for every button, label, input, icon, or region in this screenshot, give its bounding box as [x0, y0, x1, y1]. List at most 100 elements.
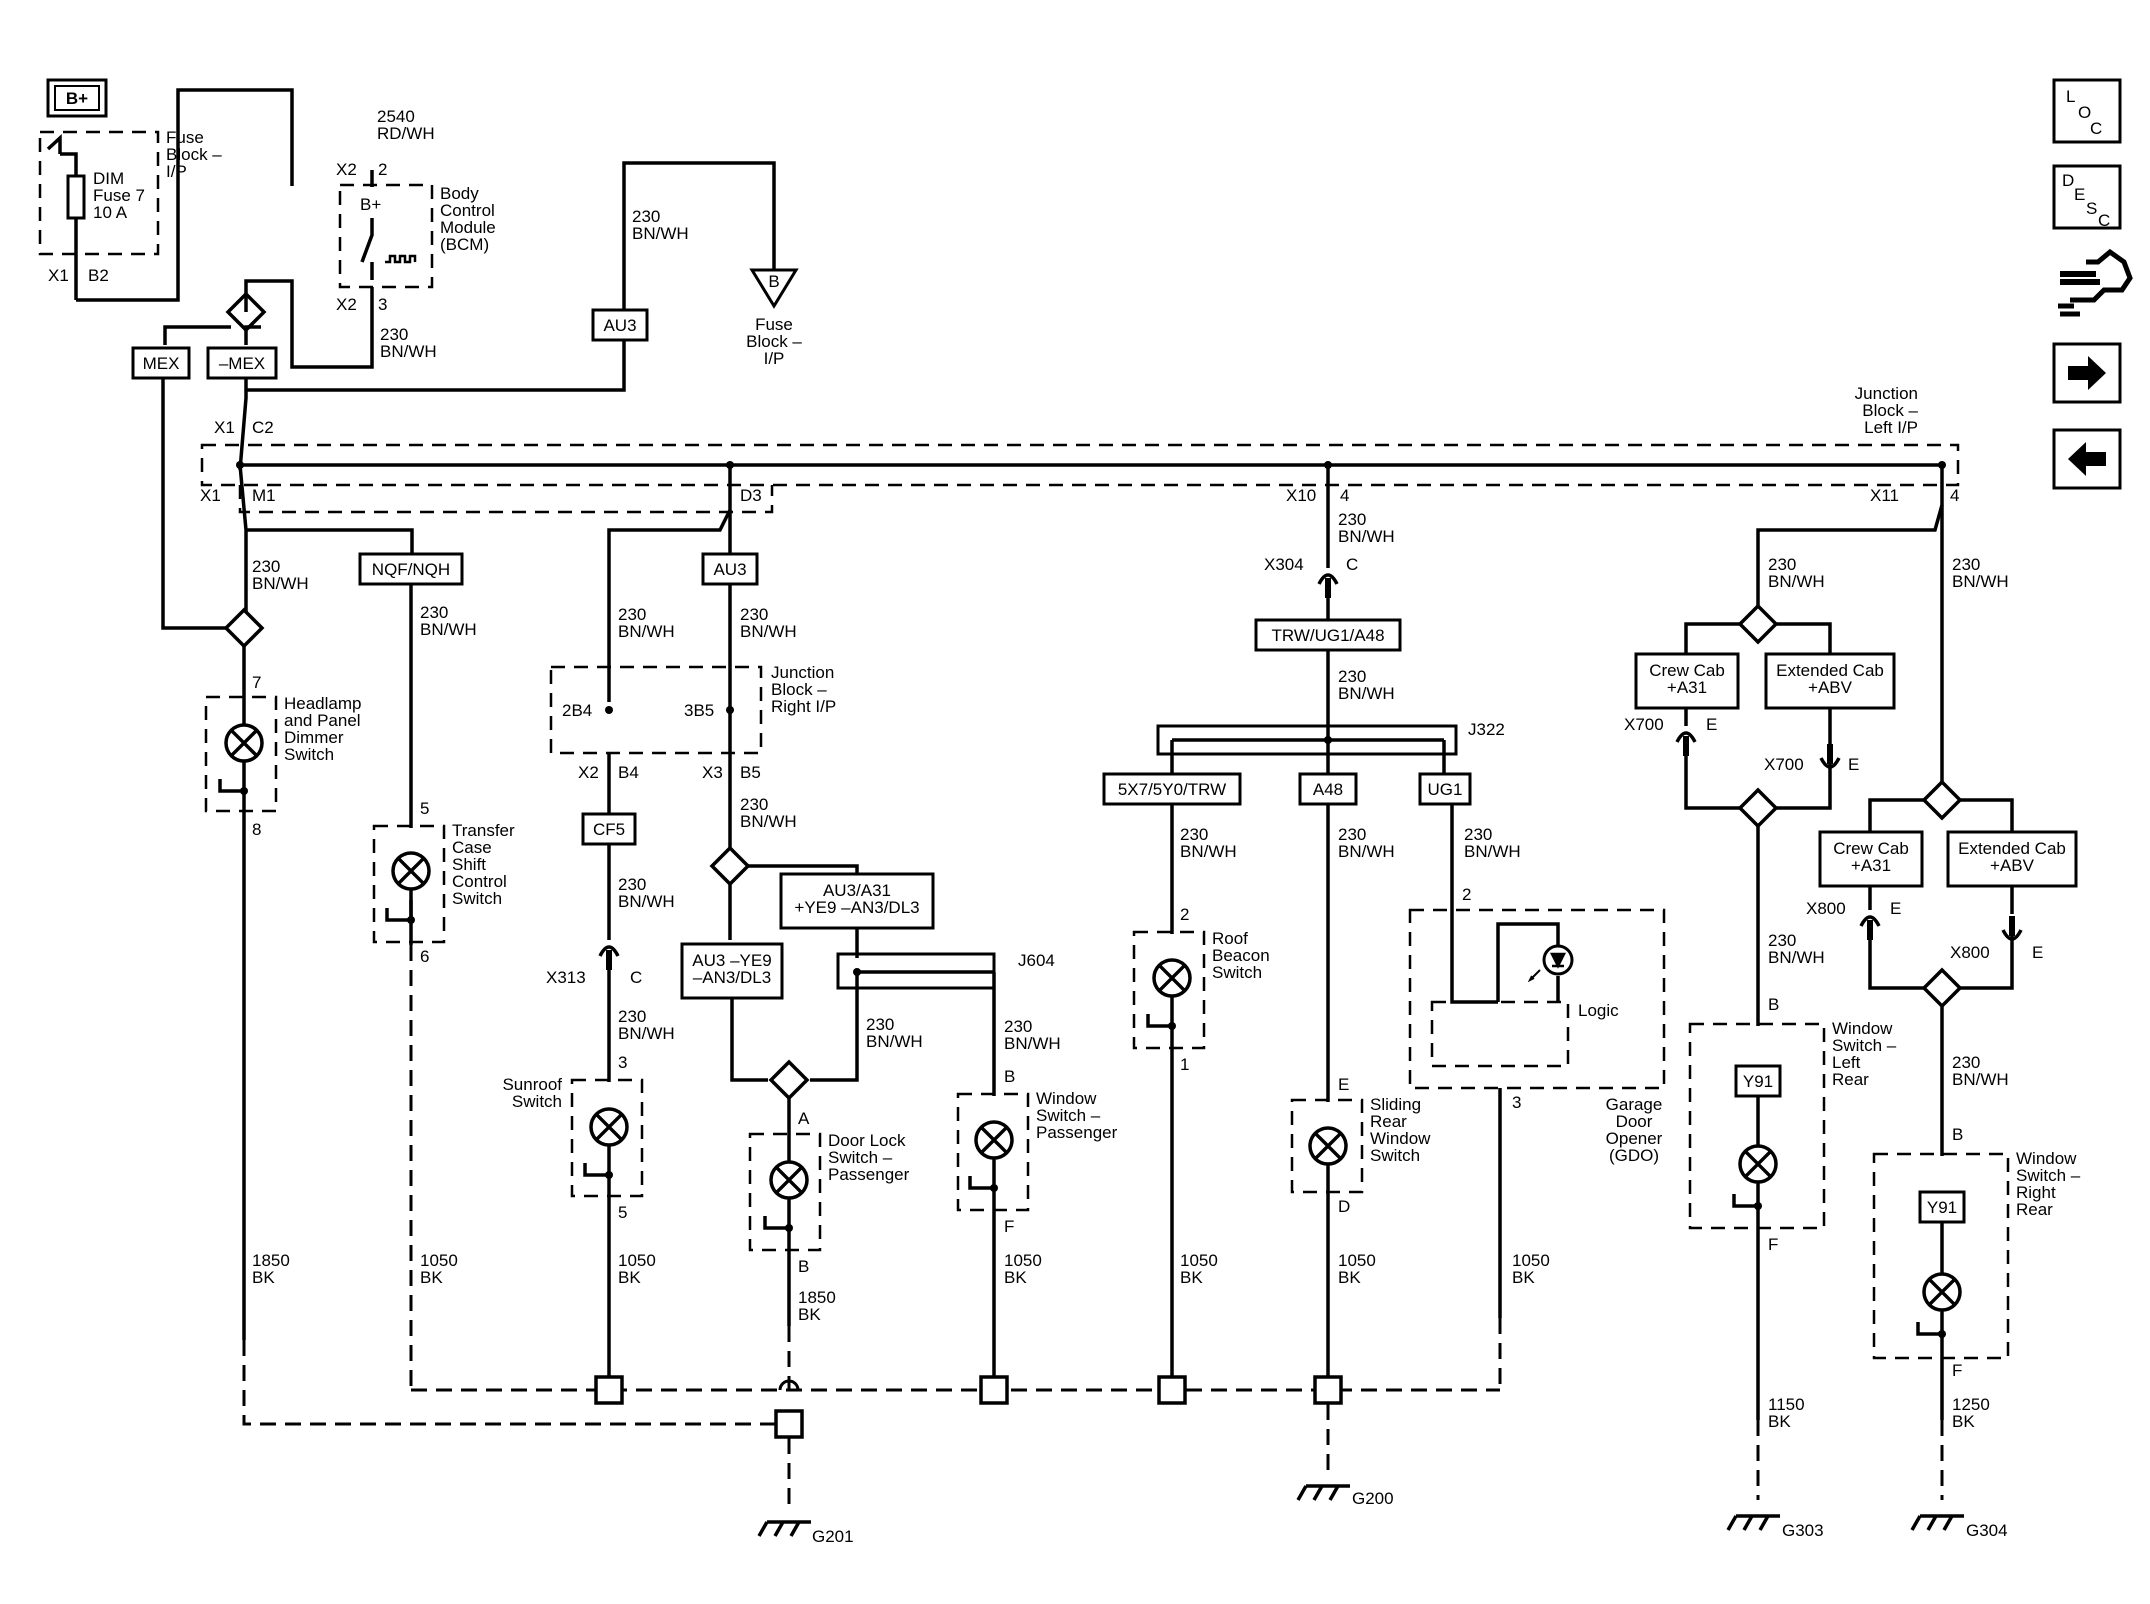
diagram-label: 3 [618, 1053, 627, 1072]
connector-x700-crew [1677, 733, 1695, 756]
diagram-label: L [2066, 87, 2075, 106]
diagram-label: 2 [1180, 905, 1189, 924]
diagram-label: B [1004, 1067, 1015, 1086]
option-ug1: UG1 [1418, 772, 1472, 806]
diagram-label: AU3/A31+YE9 –AN3/DL3 [794, 881, 919, 917]
diagram-label: X11 [1870, 486, 1899, 505]
diagram-label: B [1952, 1125, 1963, 1144]
connector-x800-crew [1861, 917, 1879, 940]
ground-g303: G303 [1726, 1514, 1824, 1540]
diagram-label: B5 [740, 763, 761, 782]
diagram-label: Crew Cab+A31 [1833, 839, 1909, 875]
b-plus-label: B+ [46, 78, 108, 118]
diagram-label: C [2090, 119, 2102, 138]
diagram-label: E [1890, 899, 1901, 918]
ground-g201: G201 [757, 1520, 854, 1546]
diagram-label: X313 [546, 968, 586, 987]
option-au3-top: AU3 [591, 308, 649, 342]
diamond-lr-top [1738, 604, 1778, 644]
diagram-label: B [1768, 995, 1779, 1014]
desc-button[interactable]: D E S C [2052, 164, 2122, 230]
ground-junction-sliding [1313, 1375, 1343, 1405]
ground-junction-sunroof [594, 1375, 624, 1405]
diagram-label: B4 [618, 763, 639, 782]
wire-2540 [76, 88, 294, 302]
diagram-label: G200 [1352, 1489, 1394, 1508]
diagram-label: 5 [618, 1203, 627, 1222]
option-crew-cab-rr: Crew Cab+A31 [1818, 830, 1924, 888]
diagram-label: 4 [1340, 486, 1349, 505]
diagram-label: X800 [1950, 943, 1990, 962]
diagram-label: C2 [252, 418, 274, 437]
diagram-label: 5X7/5Y0/TRW [1118, 780, 1226, 799]
diagram-label: M1 [252, 486, 276, 505]
splice-j322: J322 [1156, 720, 1505, 756]
diagram-label: X1 [200, 486, 221, 505]
diagram-label: X700 [1624, 715, 1664, 734]
diamond-headlamp [224, 608, 264, 648]
option-crew-cab-lr: Crew Cab+A31 [1634, 652, 1740, 710]
diagram-label: J604 [1018, 951, 1055, 970]
option-au3-mid: AU3 [701, 552, 759, 586]
diagram-label: D [2062, 171, 2074, 190]
diagram-label: 1 [1180, 1055, 1189, 1074]
connector-end-view-icon[interactable] [2058, 248, 2133, 317]
diagram-label: F [1952, 1361, 1962, 1380]
diagram-label: B+ [66, 89, 88, 108]
diagram-label: C [630, 968, 642, 987]
diagram-label: 3 [378, 295, 387, 314]
diagram-label: X10 [1286, 486, 1316, 505]
diagram-label: NQF/NQH [372, 560, 450, 579]
option-au3-ye9: AU3 –YE9–AN3/DL3 [680, 942, 784, 1000]
option-not-mex: –MEX [206, 346, 278, 380]
diagram-label: MEX [143, 354, 180, 373]
loc-button[interactable]: L O C [2052, 78, 2122, 144]
diagram-label: 7 [252, 673, 261, 692]
diagram-label: Extended Cab+ABV [1958, 839, 2066, 875]
diagram-label: –MEX [219, 354, 265, 373]
diagram-label: 2 [1462, 885, 1471, 904]
connector-x800-ext [2003, 916, 2021, 939]
diagram-label: C [2098, 211, 2110, 230]
wire-bcm-out [244, 170, 374, 369]
diagram-label: X1 [48, 266, 69, 285]
diagram-label: AU3 [603, 316, 636, 335]
diagram-label: X304 [1264, 555, 1304, 574]
diagram-label: G201 [812, 1527, 854, 1546]
connector-x313 [600, 947, 618, 970]
option-cf5: CF5 [581, 812, 637, 846]
diagram-label: G304 [1966, 1521, 2008, 1540]
next-arrow-button[interactable] [2052, 342, 2122, 404]
diagram-label: A [798, 1109, 810, 1128]
ground-g200: G200 [1296, 1484, 1394, 1508]
diagram-label: X2 [336, 160, 357, 179]
prev-arrow-button[interactable] [2052, 428, 2122, 490]
diagram-label: 6 [420, 947, 429, 966]
diagram-label: E [2032, 943, 2043, 962]
ground-junction-window-pass [979, 1375, 1009, 1405]
